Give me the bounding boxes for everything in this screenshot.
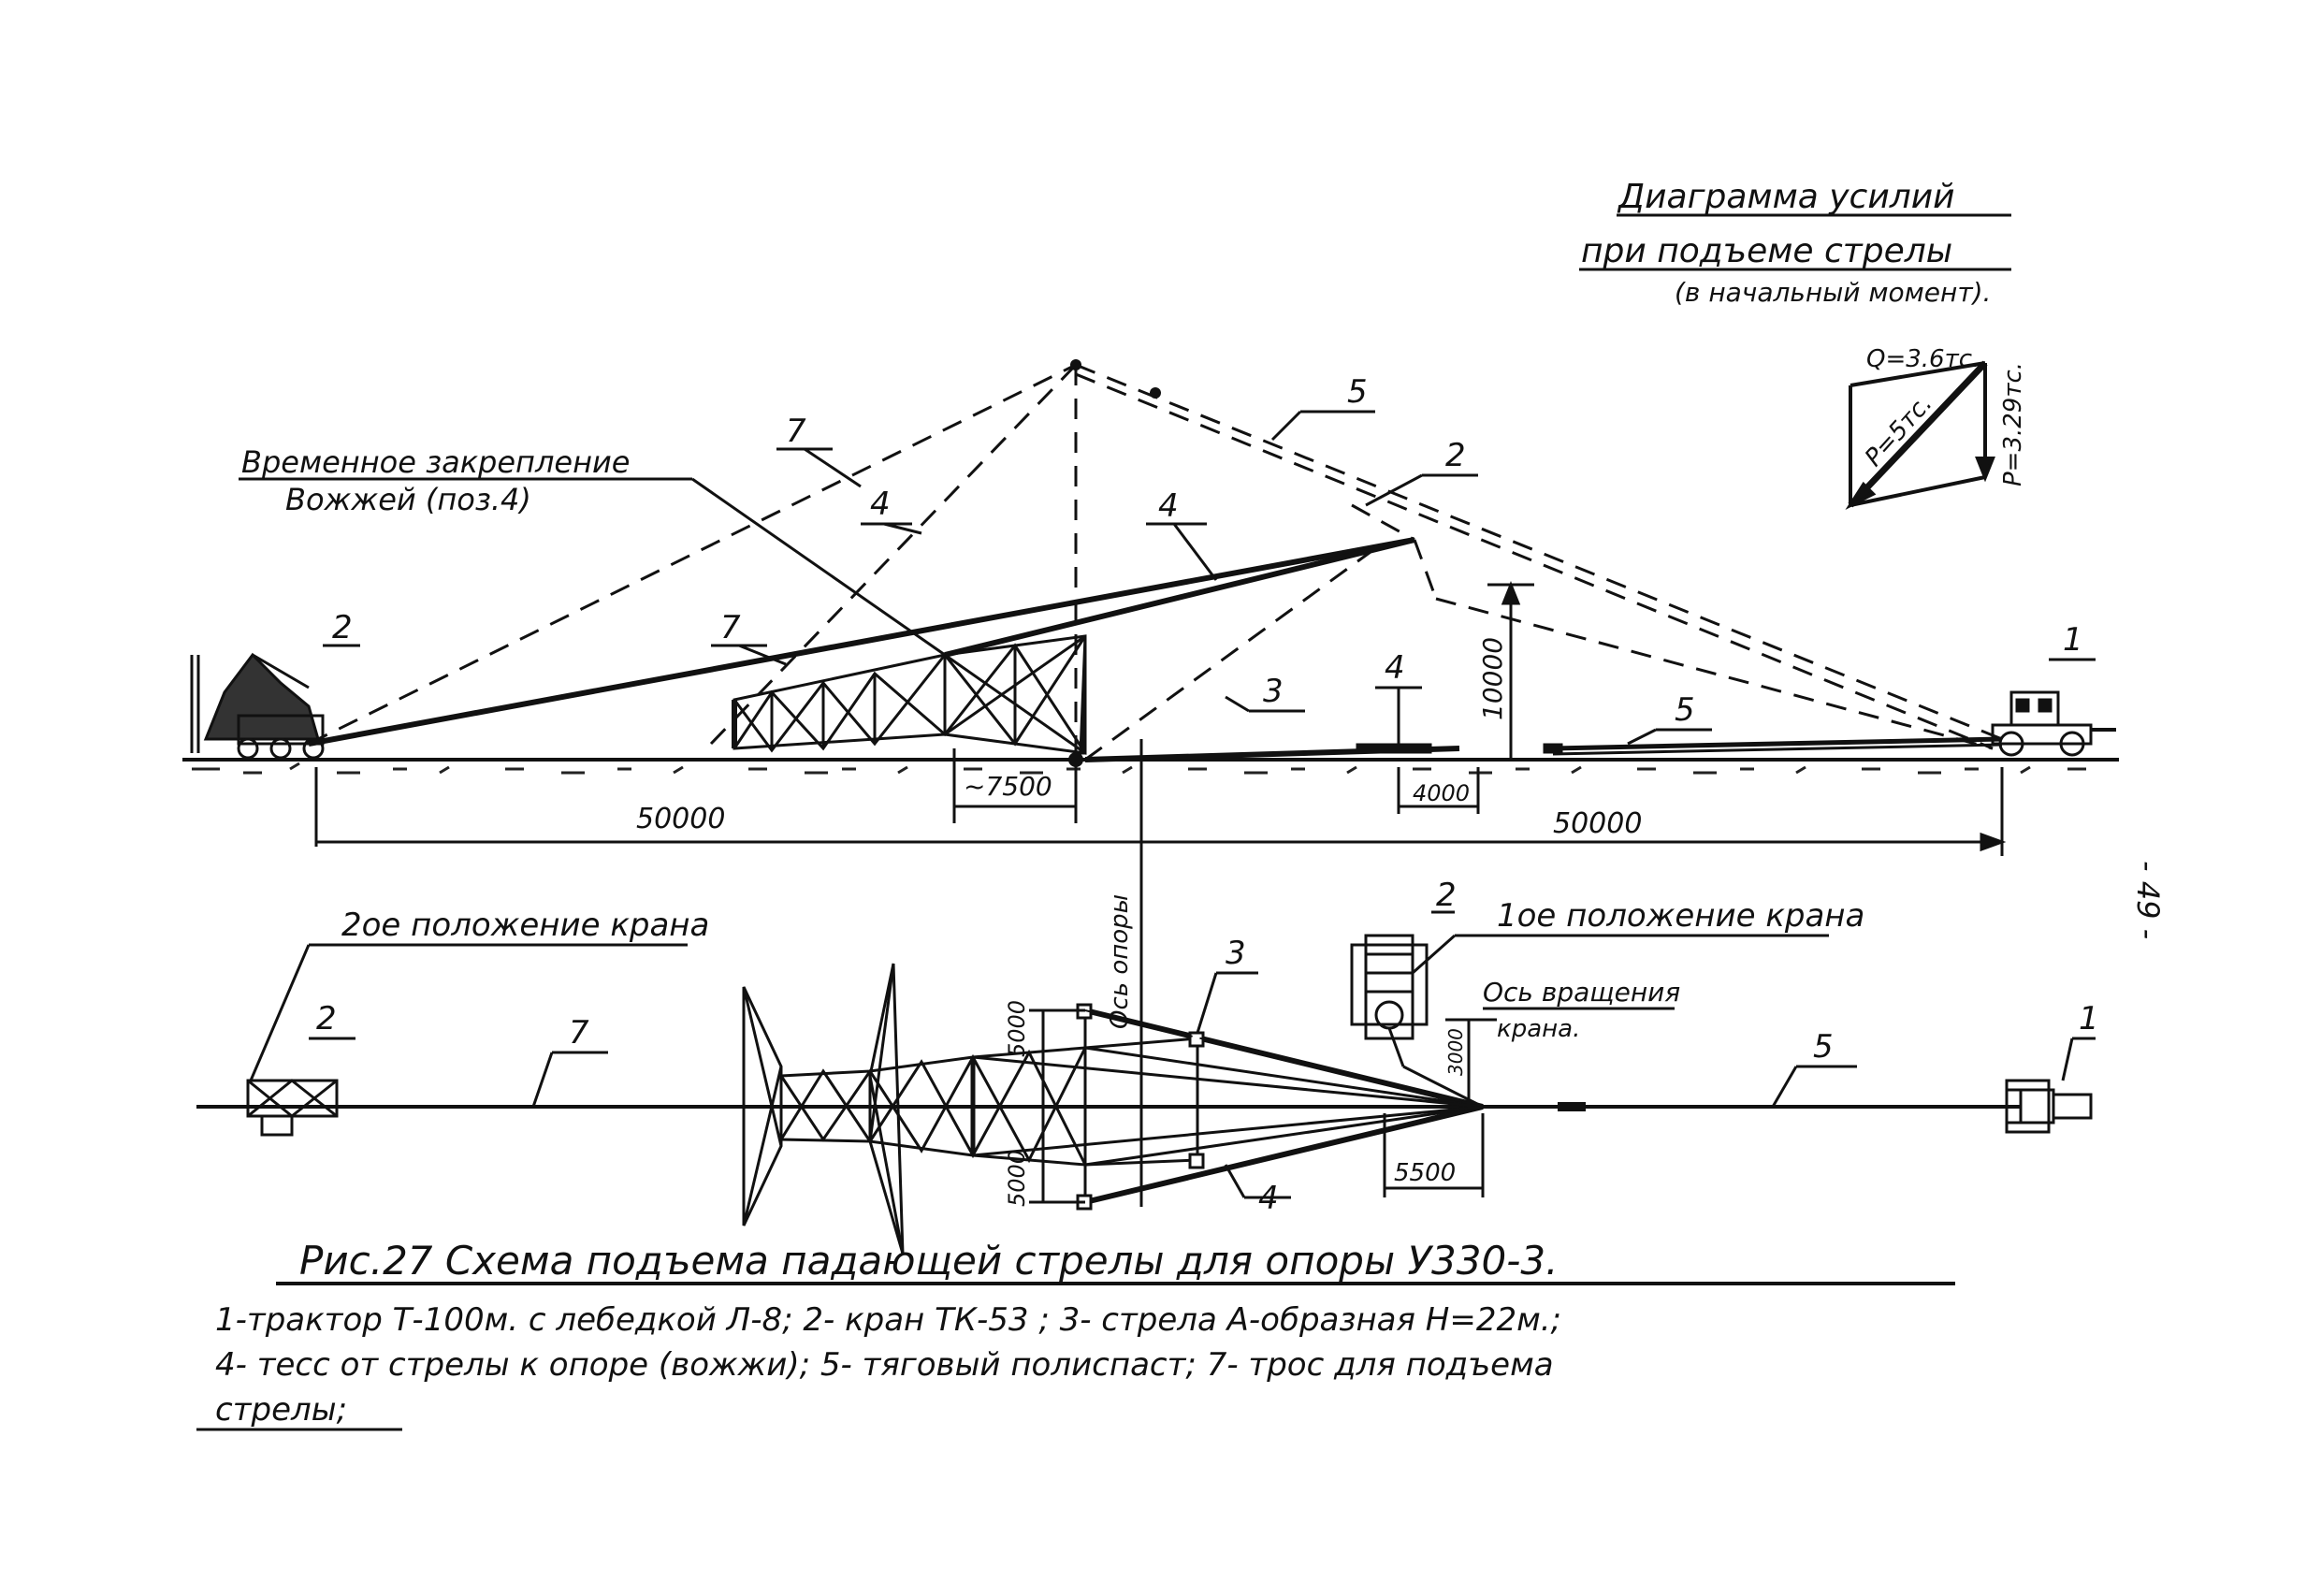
callout-7-lower: 7 [720,609,741,646]
tractor-right-elevation [1991,690,2116,757]
plan-callout-7: 7 [569,1014,589,1052]
offset-value: ~7500 [964,771,1052,802]
crane-pos1-label: 1ое положение крана [1497,897,1864,935]
crane-right-plan [1350,934,1484,1109]
force-parallelogram [1845,360,1995,511]
callout-5-upper: 5 [1347,373,1368,411]
callout-2-right: 2 [1445,437,1466,474]
force-diagram-title-2: при подъеме стрелы [1581,232,1952,270]
callout-5-ground: 5 [1675,691,1695,729]
elevation-callouts [323,410,2096,746]
force-diagram-title-3: (в начальный момент). [1675,277,1991,308]
right-span-value: 50000 [1553,807,1642,840]
caption-block: Рис.27 Схема подъема падающей стрелы для… [196,1238,1955,1431]
plan-callout-5: 5 [1813,1028,1834,1066]
height-value: 10000 [1477,637,1508,720]
p-label: P=5тс. [1860,389,1938,472]
callout-7-upper: 7 [786,413,806,450]
cables-elevation [308,537,2003,762]
plan-dim-top: 5000 [1004,1000,1030,1057]
rotation-axis-line-2: крана. [1497,1015,1580,1043]
rotation-axis-line-1: Ось вращения [1483,977,1680,1008]
left-span-value: 50000 [636,803,725,835]
elevation-view: 10000 ~7500 4000 50000 50000 Ось опоры В… [182,359,2119,1207]
crane-left-plan [246,1079,339,1137]
page-number: - 49 - [2130,861,2166,939]
legend-line-2: 4- тесс от стрелы к опоре (вожжи); 5- тя… [215,1346,1554,1384]
plan-view: 5000 5000 3000 5500 2ое положение крана … [196,877,2099,1255]
callout-2-left: 2 [332,609,353,646]
legend-line-3: стрелы; [215,1391,347,1429]
height-dimension [1487,580,1534,760]
support-axis-label: Ось опоры [1106,894,1134,1029]
force-diagram-title-1: Диаграмма усилий [1617,178,1955,216]
p1-label: P=3.29тс. [1999,362,2027,486]
crane-pos2-label: 2ое положение крана [341,907,709,944]
plan-callout-1: 1 [2079,1000,2099,1037]
legend-line-1: 1-трактор Т-100м. с лебедкой Л-8; 2- кра… [215,1301,1561,1339]
plan-callout-4: 4 [1258,1180,1279,1217]
plan-callout-2-right: 2 [1436,877,1457,914]
figure-title: Рис.27 Схема подъема падающей стрелы для… [299,1238,1558,1284]
callout-1: 1 [2063,621,2083,659]
ground-hatching [192,762,2086,775]
plan-callout-2-left: 2 [316,1000,337,1037]
plan-callout-3: 3 [1226,935,1246,972]
plan-dim-small: 3000 [1444,1028,1467,1076]
span-dimension [314,767,2007,856]
note-line-1: Временное закрепление [241,444,630,480]
callout-4-thick: 4 [1158,487,1179,525]
crane-left-elevation [190,652,325,760]
note-line-2: Вожжей (поз.4) [285,482,531,517]
a-frame-plan [972,1003,1484,1211]
q-label: Q=3.6тс. [1866,345,1980,373]
tractor-right-plan [2005,1079,2093,1134]
callout-3: 3 [1263,673,1284,710]
short-value: 4000 [1413,780,1470,806]
plan-dim-bottom: 5000 [1004,1150,1030,1207]
callout-4-upper: 4 [870,486,891,523]
callout-4-ground: 4 [1385,649,1405,687]
force-diagram: Диаграмма усилий при подъеме стрелы (в н… [1579,178,2027,511]
plan-dim-right: 5500 [1394,1159,1456,1187]
plan-dimensions [1029,1008,1497,1204]
dashed-raised-boom [308,363,2003,762]
